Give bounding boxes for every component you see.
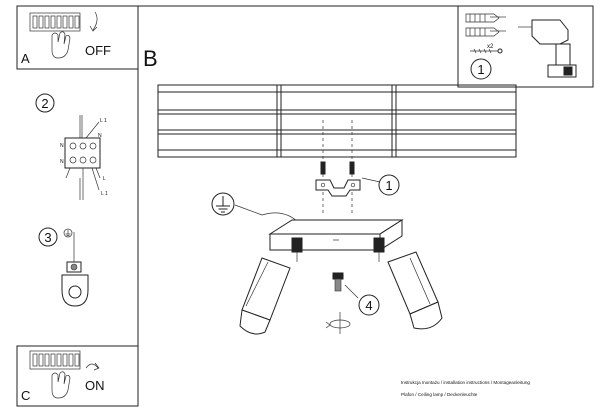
wiring-step: 2 N N L 1 N L L 1 [35,93,108,200]
curved-arrow-icon [85,362,100,371]
ground-step: 3 [38,227,89,307]
hand-icon [51,371,71,399]
terminal-n-left-top: N [60,143,64,149]
panel-a: A OFF [16,5,139,70]
wall-anchor-icon [465,13,506,37]
terminal-l1-top: L 1 [100,118,107,124]
panel-b-letter: B [143,46,158,71]
step-drill-number: 1 [477,62,484,77]
terminal-n-right: N [98,133,102,139]
tools-box: x2 1 [465,13,577,80]
panel-a-action: OFF [85,43,111,58]
light-switch-icon [29,350,81,370]
screw-icon [470,48,503,54]
ground-symbol-icon [63,228,73,238]
footer-line-1: Instrukcja montażu / installation instru… [401,380,530,385]
panel-c-action: ON [85,378,105,393]
terminal-l-right: L [103,176,106,182]
light-switch-icon [29,12,81,32]
rotation-arrow-icon [325,312,351,334]
spotlight-icon [373,237,443,330]
step-ground-number: 3 [44,230,51,245]
ground-symbol-icon [211,192,301,225]
ceiling-grid [157,84,517,158]
terminal-n-left-bottom: N [60,159,64,165]
step-screw-number: 4 [365,298,372,313]
ground-terminal-icon [61,232,89,307]
spotlight-icon [239,237,303,335]
panel-c-letter: C [21,388,30,403]
drill-icon [518,19,577,78]
curved-arrow-icon [89,11,98,32]
terminal-block-icon [64,115,101,200]
panel-a-letter: A [21,51,30,66]
screw-guide-lines [320,120,355,215]
panel-b-frame: B [17,5,594,406]
screw-icon [332,272,359,299]
hand-icon [51,31,71,59]
step-wiring-number: 2 [41,96,48,111]
step-bracket-number: 1 [385,178,392,193]
mounting-bracket [315,177,381,197]
terminal-l1-bottom: L 1 [101,191,108,197]
panel-c: C ON [16,345,139,407]
anchor-count: x2 [487,44,494,50]
footer-line-2: Plafon / Ceiling lamp / Deckenleuchte [401,392,478,397]
